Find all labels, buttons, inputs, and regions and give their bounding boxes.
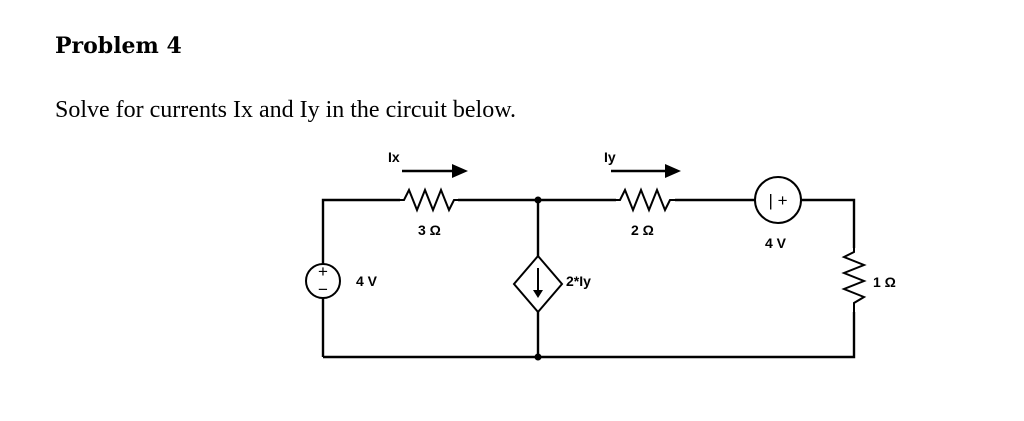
problem-prompt: Solve for currents Ix and Iy in the circ… (55, 97, 516, 123)
voltage-source-left-minus: − (318, 280, 328, 299)
ix-arrow-head (452, 164, 468, 178)
r2-label: 2 Ω (631, 222, 654, 238)
wire-top-right-b (801, 198, 856, 248)
junction-top (534, 196, 542, 204)
resistor-1-ohm (841, 248, 867, 312)
junction-bottom (534, 353, 542, 361)
resistor-3-ohm (400, 187, 458, 213)
voltage-source-left (305, 263, 341, 299)
right-source-label: 4 V (765, 235, 787, 251)
wire-top-left (321, 198, 400, 264)
problem-title: Problem 4 (55, 33, 182, 59)
dependent-source-arrow-head (533, 290, 543, 298)
voltage-source-right-polarity: | + (768, 191, 787, 210)
wire-bottom (323, 312, 856, 359)
voltage-source-right (754, 176, 802, 224)
r1-label: 3 Ω (418, 222, 441, 238)
iy-arrow-head (665, 164, 681, 178)
left-source-label: 4 V (356, 273, 378, 289)
dependent-source-label: 2*Iy (566, 273, 591, 289)
r3-label: 1 Ω (873, 274, 896, 290)
resistor-2-ohm (616, 187, 675, 213)
iy-label: Iy (604, 149, 616, 165)
ix-label: Ix (388, 149, 400, 165)
voltage-source-left-plus: + (318, 262, 328, 281)
